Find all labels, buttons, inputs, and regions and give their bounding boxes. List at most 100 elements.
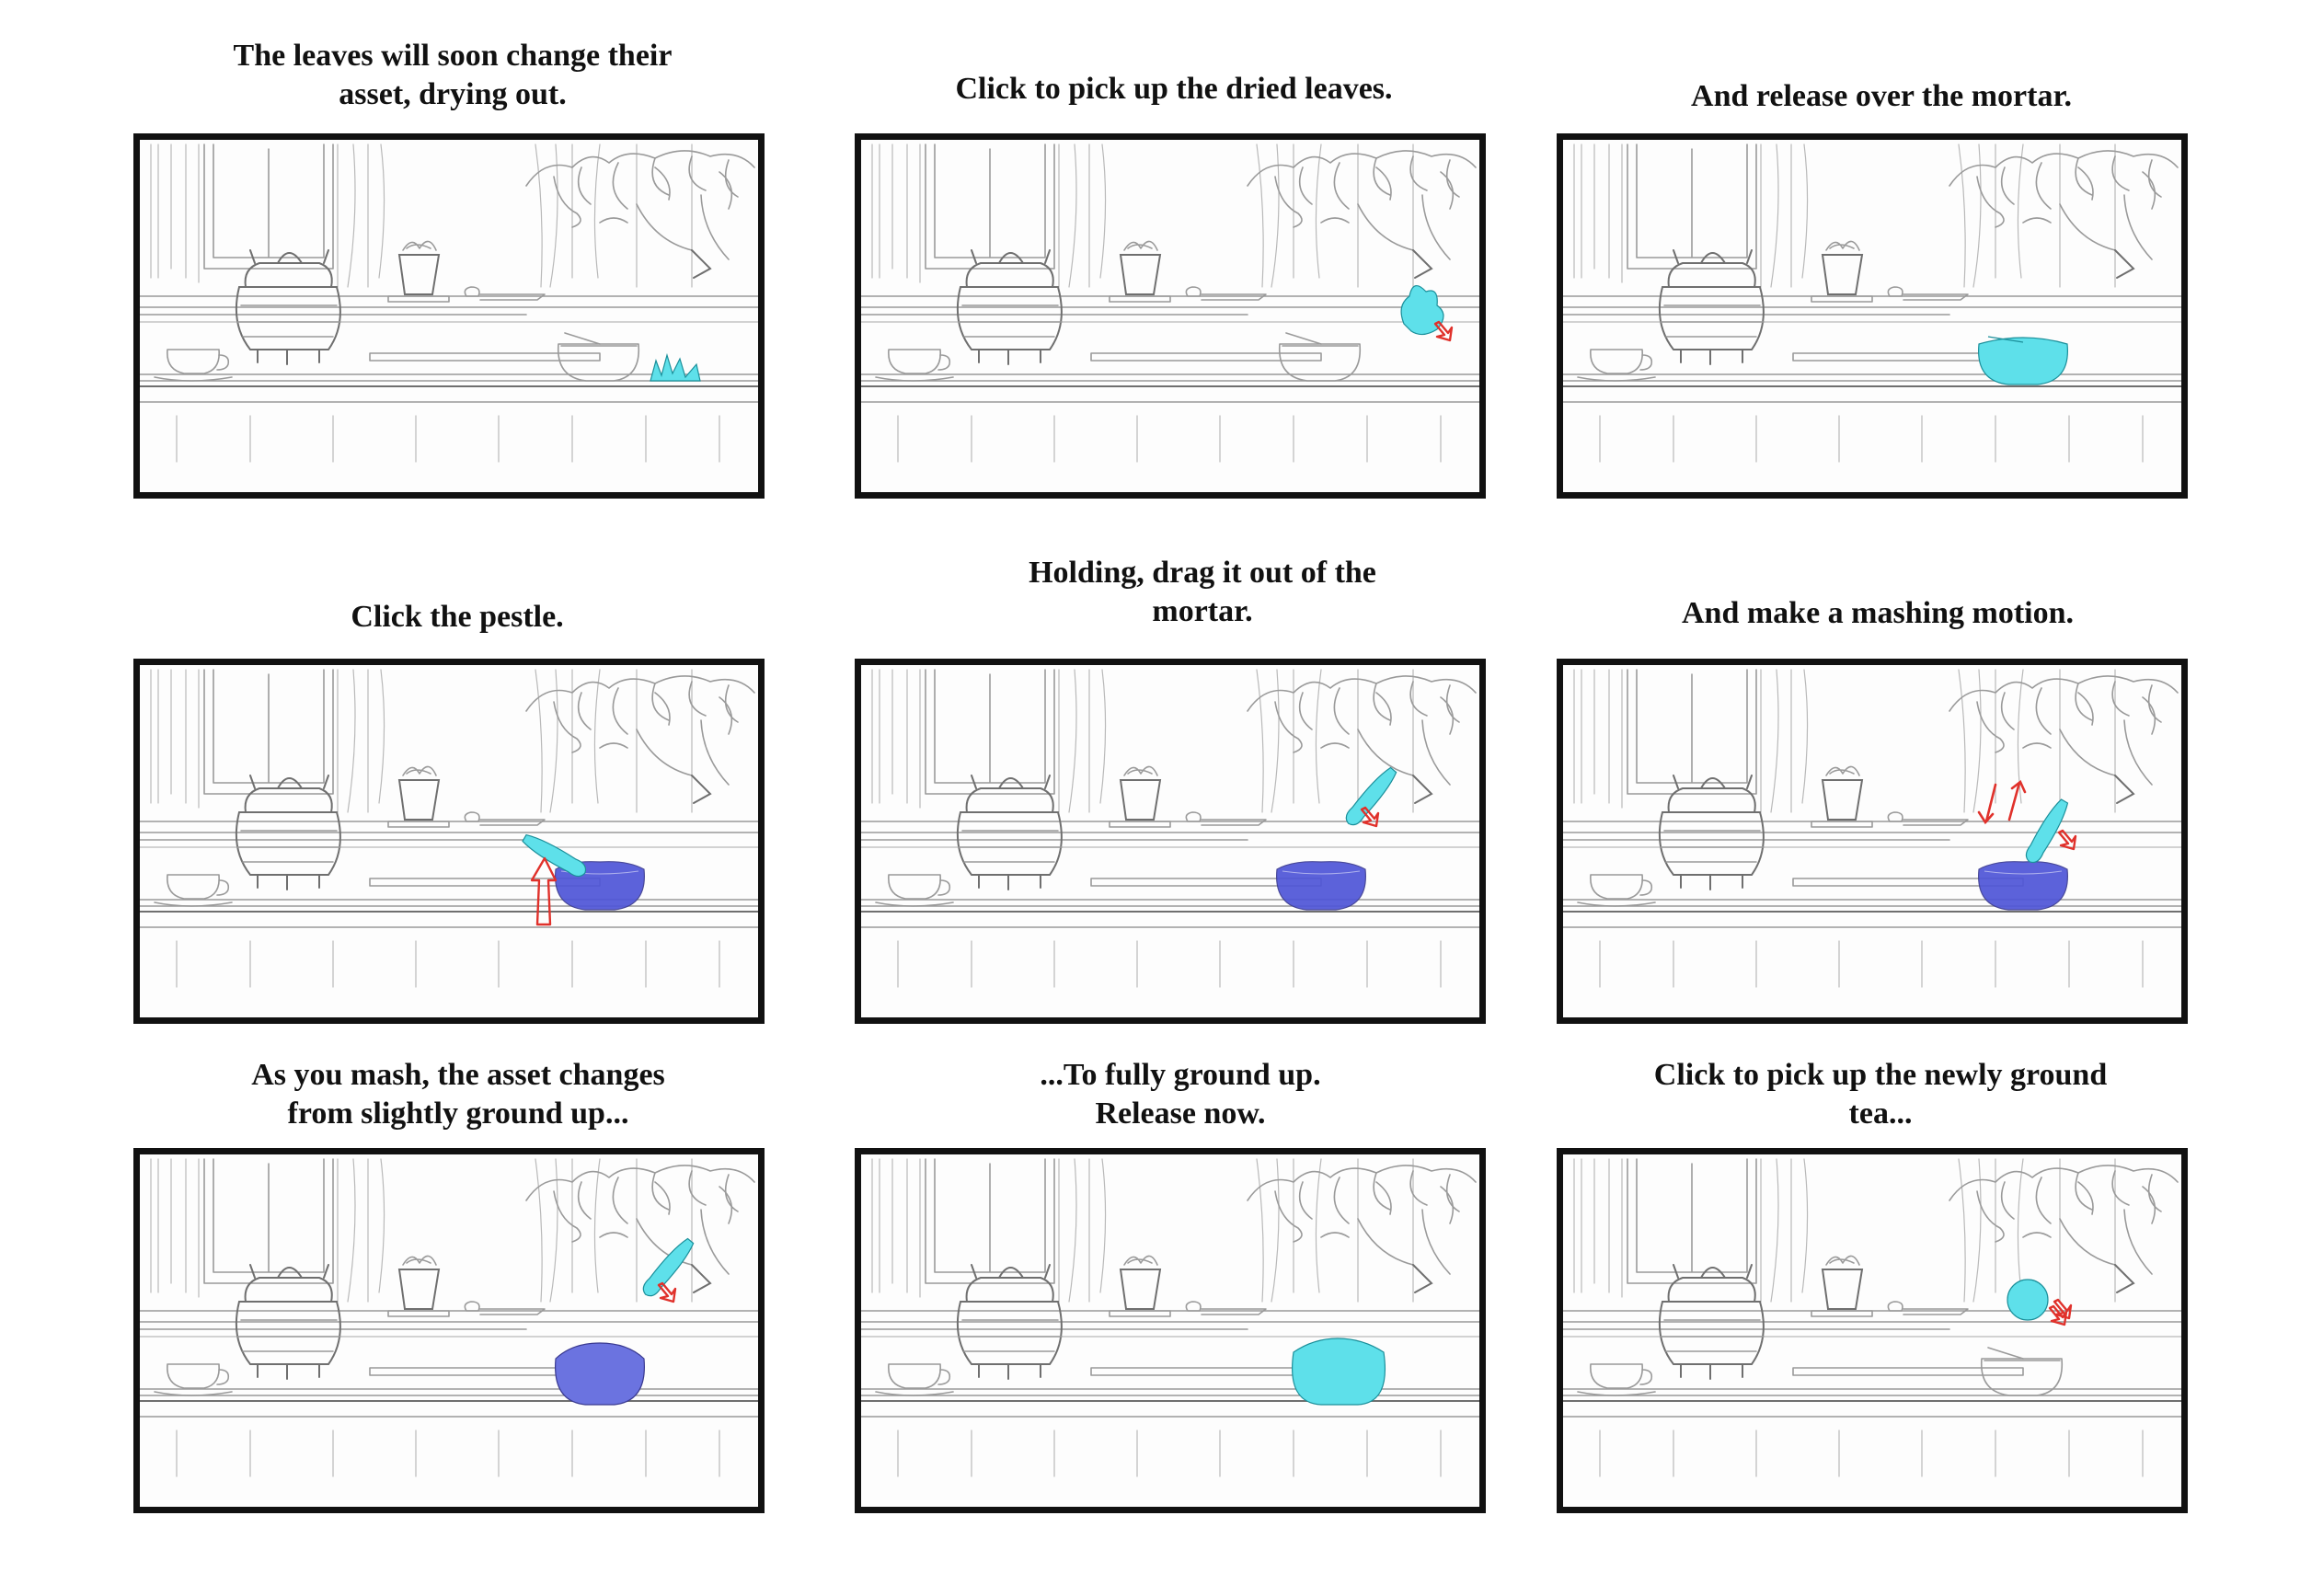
panel-7-sketch [140, 1158, 758, 1477]
tea-kettle-sketch [235, 775, 341, 890]
panel-5-caption: Holding, drag it out of the mortar. [1029, 556, 1376, 628]
tea-kettle-sketch [956, 249, 1063, 365]
leaves-in-mortar [1978, 336, 2068, 385]
mortar-sketch [1279, 332, 1362, 382]
spoon-sketch [1185, 1301, 1267, 1315]
panel-3-sketch [1563, 144, 2181, 463]
tea-kettle-sketch [235, 1264, 341, 1380]
panel-1-caption: The leaves will soon change their asset,… [233, 39, 673, 111]
mortar-sketch [558, 332, 640, 382]
spoon-sketch [464, 286, 546, 301]
hanging-plant-sketch [525, 1165, 755, 1293]
counter-sketch [861, 1367, 1479, 1477]
dried-leaves [1400, 285, 1444, 336]
dried-leaves [650, 352, 701, 382]
spoon-sketch [1887, 286, 1969, 301]
tea-kettle-sketch [235, 249, 341, 365]
tea-kettle-sketch [1658, 1264, 1765, 1380]
panel-2-caption: Click to pick up the dried leaves. [955, 72, 1393, 106]
pestle [2025, 798, 2069, 864]
window-and-curtains [150, 1158, 693, 1303]
panel-1-sketch [140, 144, 758, 463]
spoon-sketch [1887, 811, 1969, 826]
spoon-sketch [1185, 811, 1267, 826]
counter-sketch [140, 1367, 758, 1477]
cursor-arrow-icon [1433, 320, 1454, 342]
spoon-sketch [1185, 286, 1267, 301]
plant-pot-sketch [1109, 1255, 1171, 1317]
panel-4-sketch [140, 669, 758, 988]
pestle [1345, 766, 1397, 826]
panel-9-caption: Click to pick up the newly ground tea... [1653, 1058, 2108, 1131]
mortar-sketch [1981, 1347, 2064, 1396]
storyboard-panel-1 [133, 133, 765, 499]
counter-sketch [1563, 1367, 2181, 1477]
hanging-plant-sketch [525, 675, 755, 804]
storyboard-panel-5 [855, 659, 1486, 1024]
window-and-curtains [1573, 669, 2116, 813]
teacup-sketch [875, 874, 954, 907]
panel-4-caption: Click the pestle. [351, 600, 564, 634]
window-and-curtains [1573, 144, 2116, 288]
tea-kettle-sketch [956, 1264, 1063, 1380]
panel-7-caption: As you mash, the asset changes from slig… [251, 1058, 665, 1131]
panel-8-sketch [861, 1158, 1479, 1477]
storyboard-panel-9 [1557, 1148, 2188, 1513]
window-and-curtains [871, 669, 1414, 813]
hanging-plant-sketch [1247, 675, 1477, 804]
hanging-plant-sketch [1949, 150, 2179, 279]
plant-pot-sketch [1109, 240, 1171, 303]
cursor-arrow-icon [530, 856, 558, 926]
storyboard-panel-4 [133, 659, 765, 1024]
plant-pot-sketch [1811, 765, 1873, 828]
mortar-fully-ground [1292, 1338, 1386, 1406]
hanging-plant-sketch [1247, 150, 1477, 279]
plant-pot-sketch [1109, 765, 1171, 828]
storyboard-panel-7 [133, 1148, 765, 1513]
plant-pot-sketch [1811, 1255, 1873, 1317]
window-and-curtains [150, 144, 693, 288]
teacup-sketch [154, 349, 233, 382]
mortar-slightly-ground [555, 1342, 645, 1406]
tea-kettle-sketch [1658, 775, 1765, 890]
spoon-sketch [464, 811, 546, 826]
teacup-sketch [154, 1363, 233, 1396]
counter-sketch [140, 352, 758, 463]
spoon-sketch [464, 1301, 546, 1315]
mortar-with-leaves [1276, 861, 1366, 911]
counter-sketch [1563, 878, 2181, 988]
panel-6-caption: And make a mashing motion. [1681, 596, 2074, 630]
plant-pot-sketch [387, 765, 450, 828]
pestle [522, 833, 587, 878]
tea-kettle-sketch [1658, 249, 1765, 365]
window-and-curtains [150, 669, 693, 813]
cursor-arrow-icon [2057, 829, 2077, 851]
counter-sketch [1563, 352, 2181, 463]
plant-pot-sketch [387, 240, 450, 303]
motion-arrow-icon [1977, 779, 2027, 825]
hanging-plant-sketch [525, 150, 755, 279]
panel-9-sketch [1563, 1158, 2181, 1477]
spoon-sketch [1887, 1301, 1969, 1315]
counter-sketch [140, 878, 758, 988]
ground-tea [2007, 1279, 2049, 1321]
hanging-plant-sketch [1247, 1165, 1477, 1293]
panel-8-caption: ...To fully ground up. Release now. [1040, 1058, 1321, 1131]
storyboard-panel-8 [855, 1148, 1486, 1513]
teacup-sketch [1577, 1363, 1656, 1396]
panel-6-sketch [1563, 669, 2181, 988]
counter-sketch [861, 878, 1479, 988]
storyboard-panel-3 [1557, 133, 2188, 499]
cursor-arrow-icon [1360, 806, 1380, 828]
panel-5-sketch [861, 669, 1479, 988]
plant-pot-sketch [1811, 240, 1873, 303]
teacup-sketch [875, 349, 954, 382]
panel-3-caption: And release over the mortar. [1691, 79, 2072, 113]
teacup-sketch [1577, 874, 1656, 907]
teacup-sketch [154, 874, 233, 907]
hanging-plant-sketch [1949, 1165, 2179, 1293]
tea-kettle-sketch [956, 775, 1063, 890]
hanging-plant-sketch [1949, 675, 2179, 804]
window-and-curtains [871, 144, 1414, 288]
teacup-sketch [1577, 349, 1656, 382]
